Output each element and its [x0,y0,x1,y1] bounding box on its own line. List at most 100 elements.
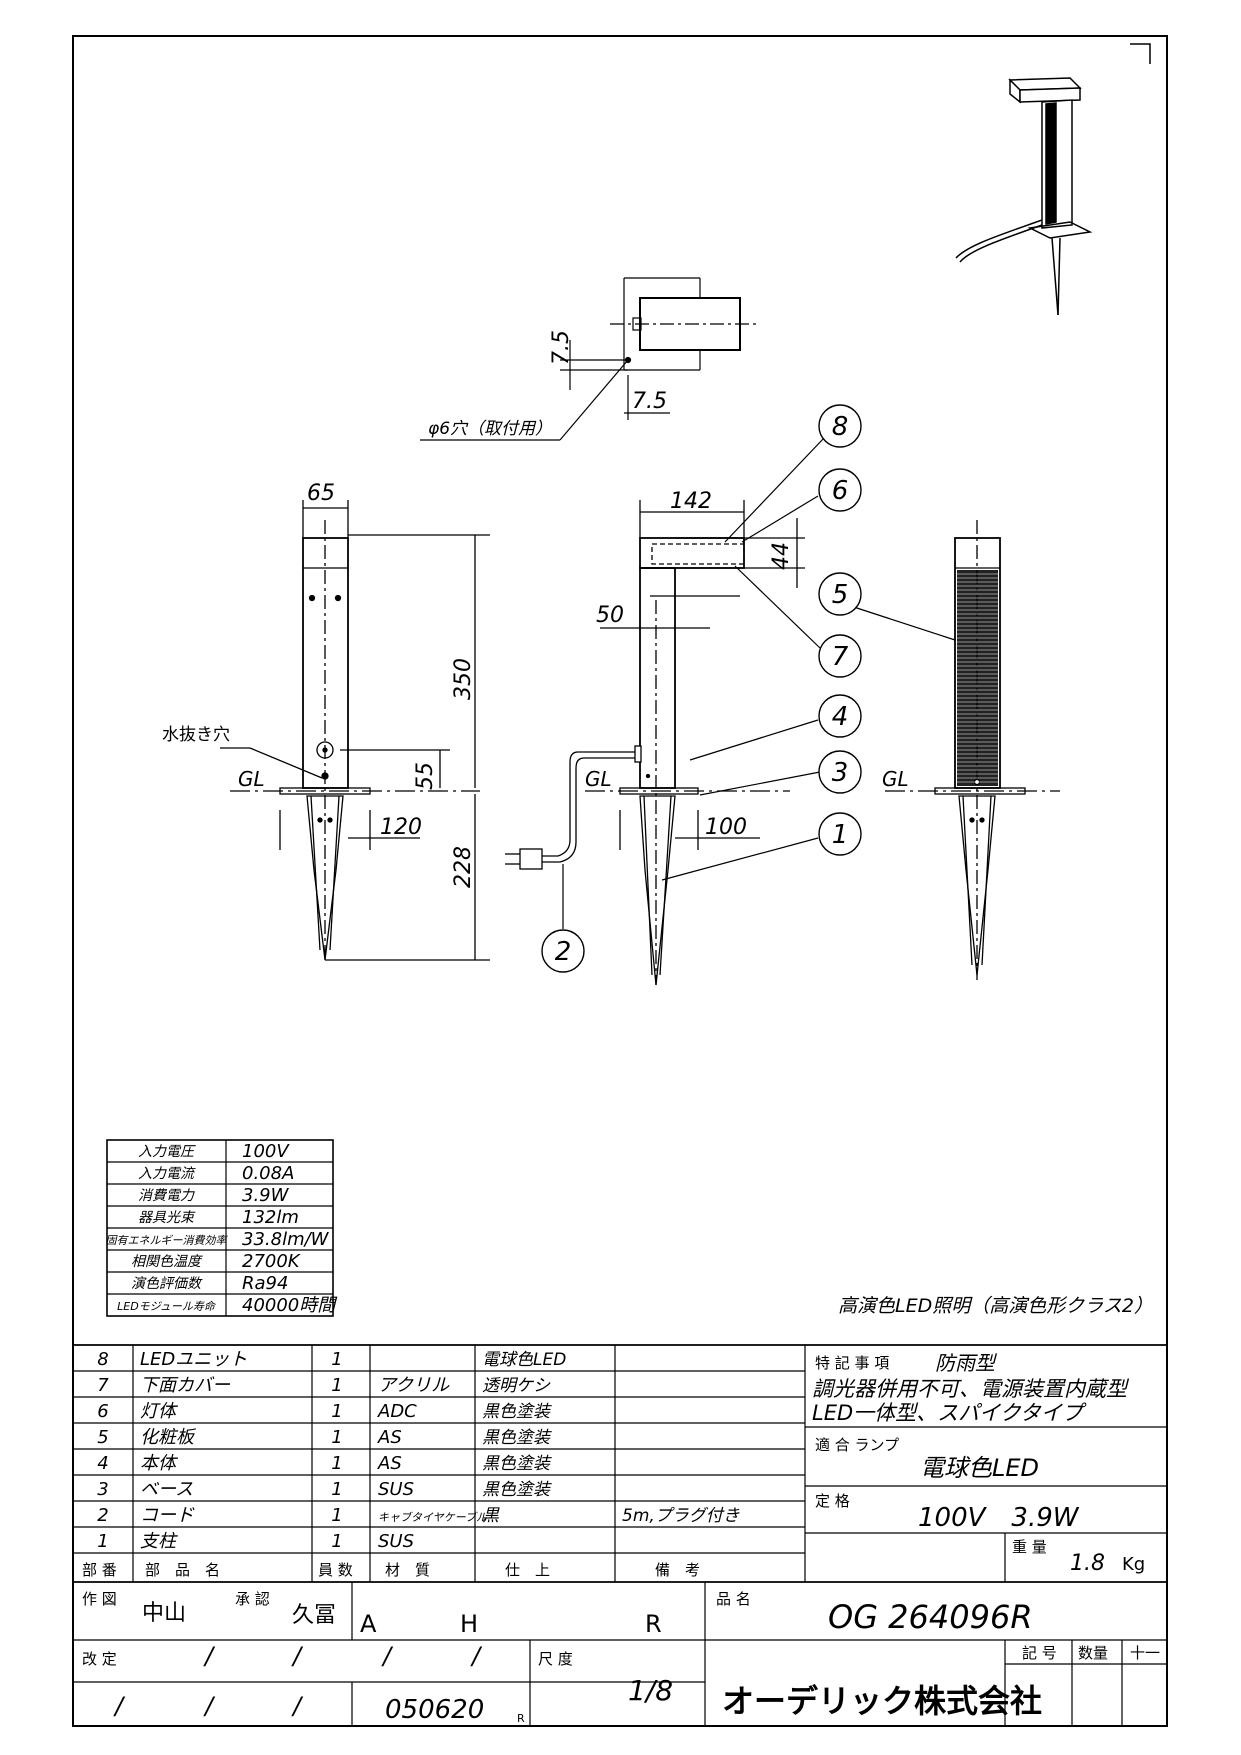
spec-label: 演色評価数 [131,1276,203,1292]
lamp-label: 適 合 ランプ [815,1436,899,1454]
drawn-by: 中山 [142,1601,186,1626]
part-name: ベース [140,1479,193,1500]
left-elevation [220,500,490,961]
dim-7-5-horizontal: 7.5 [632,389,667,414]
parts-header-qty: 員 数 [318,1561,353,1579]
revision-slash: / [470,1642,483,1670]
spec-value: 0.08A [242,1163,294,1184]
rev-h: H [460,1610,478,1638]
quantity-label: 数量 [1078,1644,1108,1662]
part-note: 5m,プラグ付き [622,1506,740,1526]
part-quantity: 1 [331,1401,342,1422]
revision-slashes: /////// [113,1642,483,1720]
symbol-label: 記 号 [1022,1644,1057,1662]
rating-value: 100V 3.9W [918,1503,1080,1533]
part-name: 化粧板 [140,1427,197,1448]
dim-142: 142 [670,489,712,514]
sheet-border [72,35,1168,1727]
dim-228: 228 [451,846,476,888]
part-name: 支柱 [140,1531,178,1552]
part-material: ADC [377,1401,417,1422]
part-material: キャブタイヤケーブル [378,1511,488,1524]
weight-label: 重 量 [1012,1538,1047,1556]
revision-label: 改 定 [82,1650,117,1668]
issue-date: 050620 [385,1695,484,1725]
part-number: 2 [97,1505,108,1526]
part-number: 1 [97,1531,108,1552]
rating-label: 定 格 [815,1492,850,1510]
extra-label: 十一 [1130,1644,1160,1662]
spec-value: 132lm [242,1207,299,1228]
part-number: 6 [97,1401,108,1422]
part-quantity: 1 [331,1531,342,1552]
revision-slash: / [203,1642,216,1670]
gl-label-right: GL [882,767,909,791]
spec-label: 入力電圧 [138,1144,196,1160]
part-quantity: 1 [331,1505,342,1526]
part-finish: 電球色LED [482,1350,566,1370]
spec-value: 40000時間 [242,1295,338,1316]
part-name: LEDユニット [140,1349,247,1370]
issue-date-suffix: R [517,1712,525,1725]
revision-slash: / [113,1692,126,1720]
revision-slash: / [203,1692,216,1720]
perspective-view [955,77,1093,316]
callout-6: 6 [832,476,849,506]
part-finish: 黒 [482,1506,500,1526]
lamp-value: 電球色LED [920,1454,1039,1482]
decor-panel-ribs [957,573,998,783]
product-label: 品 名 [716,1590,751,1608]
part-finish: 黒色塗装 [482,1428,552,1448]
parts-header-name: 部 品 名 [145,1561,220,1579]
drain-hole-label: 水抜き穴 [162,725,230,745]
approved-label: 承 認 [235,1590,270,1608]
top-view [420,277,760,441]
part-material: AS [377,1453,402,1474]
gl-label-left: GL [238,767,265,791]
part-material: SUS [378,1479,414,1500]
parts-header-note: 備 考 [655,1561,700,1579]
special-notes-line3: LED一体型、スパイクタイプ [812,1401,1087,1425]
parts-header-no: 部 番 [82,1561,117,1579]
part-number: 4 [97,1453,108,1474]
dim-120: 120 [380,815,422,840]
weight-unit: Kg [1122,1554,1145,1575]
part-quantity: 1 [331,1479,342,1500]
part-material: AS [377,1427,402,1448]
part-material: アクリル [378,1375,450,1396]
callout-leaders [562,437,956,929]
spec-label: 相関色温度 [131,1254,203,1270]
dim-350: 350 [451,658,476,700]
callout-8: 8 [832,412,849,442]
part-finish: 透明ケシ [482,1376,551,1396]
part-finish: 黒色塗装 [482,1454,552,1474]
approved-by: 久冨 [292,1603,336,1628]
part-finish: 黒色塗装 [482,1480,552,1500]
part-name: 下面カバー [140,1375,231,1396]
parts-header-material: 材 質 [385,1561,430,1579]
spec-label: LEDモジュール寿命 [117,1300,217,1313]
weight-value: 1.8 [1070,1551,1105,1576]
title-block-grid [73,1582,1167,1726]
rev-r: R [645,1610,662,1638]
spec-value: 2700K [242,1251,301,1272]
callout-5: 5 [832,580,849,610]
part-quantity: 1 [331,1453,342,1474]
dim-50: 50 [596,603,624,628]
part-name: 本体 [140,1453,179,1474]
spec-label: 固有エネルギー消費効率 [106,1234,229,1247]
high-cri-note: 高演色LED照明（高演色形クラス2） [838,1295,1153,1317]
dim-65: 65 [307,481,335,506]
spec-table [106,1139,334,1317]
callout-3: 3 [832,758,849,788]
part-name: 灯体 [140,1401,179,1422]
part-finish: 黒色塗装 [482,1402,552,1422]
part-quantity: 1 [331,1349,342,1370]
scale-label: 尺 度 [538,1650,573,1668]
callout-circles [541,404,862,973]
company-name: オーデリック株式会社 [722,1682,1042,1720]
spec-value: Ra94 [242,1273,288,1294]
part-quantity: 1 [331,1375,342,1396]
